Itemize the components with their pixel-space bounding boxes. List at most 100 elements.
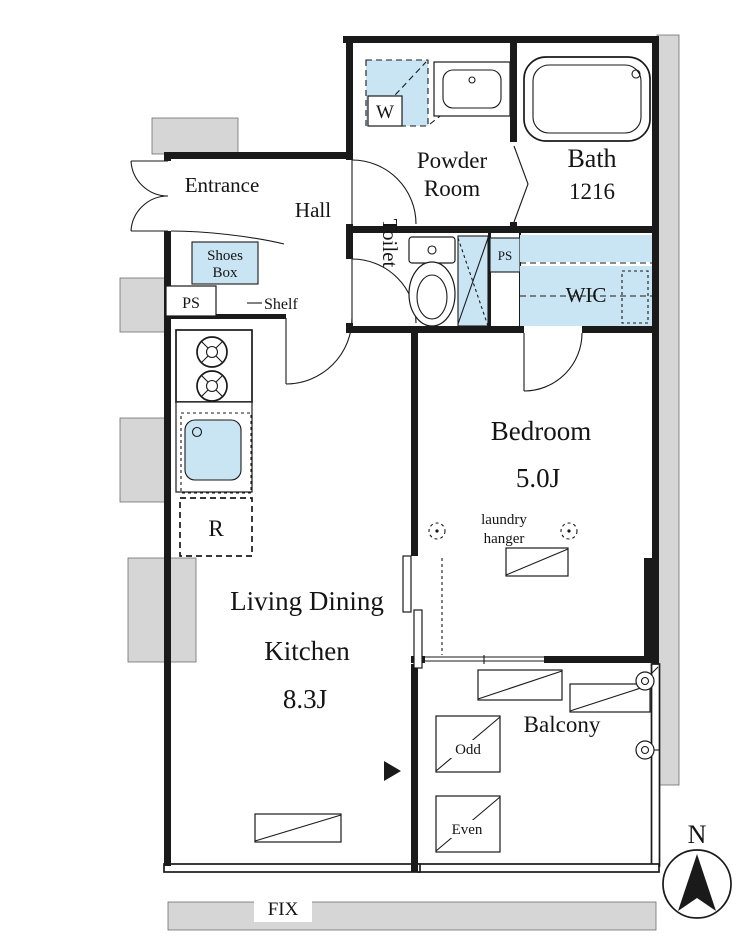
drain-top xyxy=(635,671,655,691)
top-left-concrete xyxy=(151,117,239,155)
upper-cabinet-outline xyxy=(180,412,252,494)
fix-window-diagonal xyxy=(254,814,342,842)
powder-room-label-2: Room xyxy=(424,176,480,201)
balcony-label: Balcony xyxy=(524,712,601,737)
fix-label-backing xyxy=(254,894,312,922)
balcony-right-railing xyxy=(650,663,661,867)
fix-window-area: FIX xyxy=(254,894,312,922)
balcony-unit-1-diagonal xyxy=(477,670,563,700)
bath-label: Bath xyxy=(567,144,616,173)
powder-room-door xyxy=(351,159,417,225)
entrance-label: Entrance xyxy=(185,173,260,197)
north-label: N xyxy=(688,820,707,849)
washer-label: W xyxy=(376,102,394,123)
ldk-size-label: 8.3J xyxy=(283,684,327,714)
hanger-hook-left-dot xyxy=(435,529,439,533)
refrigerator-space xyxy=(179,497,253,557)
balcony-unit-2 xyxy=(569,683,651,713)
entrance-area: Shoes Box PS Shelf Entrance Hall xyxy=(165,173,331,317)
toilet-door xyxy=(351,258,417,324)
toilet-bowl-inner xyxy=(416,274,448,320)
wic-shelf-upper xyxy=(520,235,652,262)
laundry-hanger-label-2: hanger xyxy=(484,531,525,547)
bathtub-inner xyxy=(532,64,642,134)
bathtub-outer xyxy=(523,56,651,142)
powder-room: W Powder Room xyxy=(365,59,511,201)
bath-folding-door xyxy=(513,145,529,223)
wic-hanger-pipe xyxy=(621,270,649,324)
bedroom: Bedroom 5.0J laundry hanger xyxy=(428,416,591,577)
drain-top-inner xyxy=(640,676,650,686)
entrance-door xyxy=(130,160,169,232)
vanity-counter xyxy=(433,61,511,117)
doors xyxy=(130,145,583,669)
toilet-tank xyxy=(408,236,456,264)
laundry-hanger-label-1: laundry xyxy=(481,512,527,528)
ps-left-label: PS xyxy=(182,295,200,312)
direction-triangle xyxy=(384,761,401,781)
balcony-bottom-railing xyxy=(417,863,660,873)
left-pillar-middle xyxy=(119,417,167,503)
pipe-space-right xyxy=(489,237,521,273)
bedroom-size-label: 5.0J xyxy=(516,463,560,493)
vanity-faucet xyxy=(468,76,476,84)
wic-door xyxy=(523,332,583,392)
hall-door xyxy=(285,317,353,385)
bottom-concrete-band xyxy=(167,901,657,931)
odd-label-backing xyxy=(447,740,489,758)
drain-bottom-inner xyxy=(640,745,650,755)
bedroom-counter-diagonal xyxy=(505,548,569,576)
toilet-label: Toilet xyxy=(378,219,402,268)
drain-bottom xyxy=(635,740,655,760)
compass: N xyxy=(662,820,732,919)
burner-2 xyxy=(196,370,228,402)
entrance-step-line xyxy=(170,230,285,245)
ldk-bottom-wall xyxy=(163,863,421,873)
hanger-hook-right-dot xyxy=(567,529,571,533)
exterior-structure xyxy=(119,34,680,931)
shelf-label: Shelf xyxy=(264,296,298,313)
hanger-hook-left xyxy=(428,522,446,540)
kitchen-counter: R xyxy=(175,329,253,557)
fix-label: FIX xyxy=(268,899,299,920)
bath-faucet xyxy=(631,69,641,79)
burner-1 xyxy=(196,336,228,368)
bedroom-counter xyxy=(505,547,569,577)
drain-top-line xyxy=(650,666,659,675)
sink-faucet xyxy=(191,426,203,438)
north-arrow-icon xyxy=(678,854,716,911)
bedroom-sliding-door xyxy=(402,555,443,669)
refrigerator-label: R xyxy=(208,516,224,541)
living-dining-kitchen: Living Dining Kitchen 8.3J xyxy=(230,586,401,843)
wic-label: WIC xyxy=(566,283,607,307)
odd-label: Odd xyxy=(455,742,481,758)
hanger-hook-right xyxy=(560,522,578,540)
powder-room-label-1: Powder xyxy=(417,148,488,173)
wic-area: PS WIC xyxy=(489,235,652,326)
ps-right-label: PS xyxy=(498,248,512,263)
ldk-label-1: Living Dining xyxy=(230,586,384,616)
toilet-bowl xyxy=(408,261,456,327)
kitchen-sink xyxy=(184,419,242,481)
washer-tag-box xyxy=(367,95,403,127)
toilet-flush-button xyxy=(427,245,437,255)
bath-room: Bath 1216 xyxy=(523,56,651,204)
even-label-backing xyxy=(444,820,490,838)
hall-label: Hall xyxy=(295,198,331,222)
left-pillar-upper xyxy=(119,277,167,333)
shoes-box-label-1: Shoes xyxy=(207,248,243,264)
bath-size-label: 1216 xyxy=(569,179,615,204)
stove-unit xyxy=(175,329,253,403)
ldk-label-2: Kitchen xyxy=(264,636,350,666)
shoes-box xyxy=(191,241,259,285)
left-pillar-lower xyxy=(127,557,197,663)
toilet-room: Toilet xyxy=(378,219,489,327)
vanity-basin xyxy=(442,69,502,109)
even-label: Even xyxy=(452,822,483,838)
balcony-unit-2-diagonal xyxy=(569,684,651,712)
pipe-space-left xyxy=(165,285,217,317)
shoes-box-label-2: Box xyxy=(212,265,238,281)
balcony: Balcony Odd Even xyxy=(435,666,659,853)
